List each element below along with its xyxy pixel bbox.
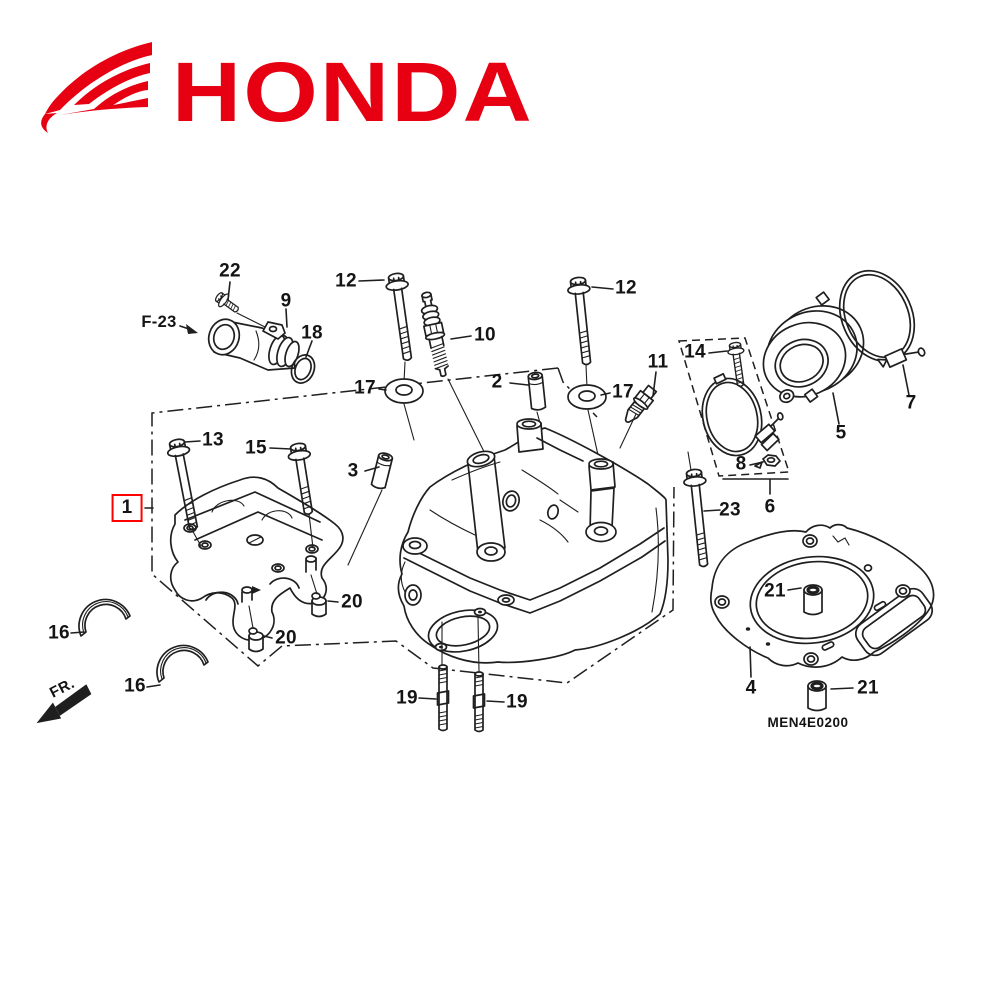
cross-reference-arrow (179, 324, 198, 334)
front-direction-indicator: FR. (36, 675, 92, 724)
cap-axis-lines (248, 574, 318, 629)
bolt-axis-line (191, 529, 202, 547)
small-flange-bolt-drawing (214, 292, 239, 313)
honda-logo: HONDA (41, 42, 534, 139)
part-callout-21-27: 21 (857, 677, 879, 699)
part-callout-2-10: 2 (491, 371, 503, 393)
part-callout-12-6: 12 (615, 277, 637, 299)
head-gasket-drawing (709, 523, 935, 668)
part-callout-16-23: 16 (48, 622, 70, 644)
part-callout-23-20: 23 (719, 499, 741, 521)
part-callout-11-7: 11 (647, 351, 669, 373)
part-callout-19-29: 19 (506, 691, 528, 713)
part-callout-16-25: 16 (124, 675, 146, 697)
hose-clamp-drawing (838, 269, 926, 369)
diagram-code: MEN4E0200 (767, 715, 848, 730)
part-callout-22-0: 22 (219, 260, 241, 282)
part-callout-1-18: 1 (111, 494, 143, 522)
flange-bolt-drawing (166, 438, 199, 531)
honda-wing-icon (41, 42, 152, 133)
part-callout-5-13: 5 (835, 422, 847, 444)
stud-axis-lines (441, 617, 480, 672)
honda-logo-text: HONDA (172, 45, 534, 139)
sensor-axis-line (619, 413, 637, 449)
dowel-axis-line (347, 489, 383, 566)
part-callout-18-4: 18 (301, 322, 323, 344)
flange-bolt-drawing (567, 276, 592, 366)
spark-plug-drawing (420, 291, 450, 378)
tappet-cap-drawing (248, 592, 327, 653)
camshaft-holder-drawing (169, 476, 344, 642)
flange-bolt-drawing (385, 272, 413, 362)
half-ring-seal-drawing (78, 598, 209, 683)
part-callout-19-28: 19 (396, 687, 418, 709)
dowel-oring-drawing (807, 680, 827, 712)
part-callout-14-8: 14 (684, 341, 706, 363)
part-callout-20-22: 20 (341, 591, 363, 613)
band-clamp-drawing (701, 372, 784, 457)
bolt-axis-line (308, 513, 314, 549)
part-callout-7-12: 7 (905, 392, 917, 414)
part-callout-20-24: 20 (275, 627, 297, 649)
dowel-oring-drawing (803, 584, 823, 616)
part-callout-17-11: 17 (612, 381, 634, 403)
dowel-pin-drawing (527, 371, 547, 411)
part-callout-13-14: 13 (202, 429, 224, 451)
part-callout-3-16: 3 (347, 460, 359, 482)
part-callout-10-5: 10 (474, 324, 496, 346)
bolt-axis-line (236, 312, 268, 329)
exhaust-stud-drawing (472, 671, 486, 733)
sealing-washer-drawing (384, 378, 607, 410)
cylinder-head-drawing (397, 418, 669, 664)
exhaust-stud-drawing (436, 664, 450, 732)
part-callout-F-23-3: F-23 (141, 312, 177, 331)
water-pipe-drawing (207, 318, 300, 371)
part-callout-4-26: 4 (745, 677, 757, 699)
intake-boot-drawing (762, 291, 865, 404)
bolt-axis-line (687, 451, 692, 471)
leader-lines (70, 279, 910, 703)
part-callout-12-1: 12 (335, 270, 357, 292)
part-callout-6-19: 6 (764, 496, 776, 518)
long-flange-bolt-drawing (683, 468, 709, 568)
part-callout-21-21: 21 (764, 580, 786, 602)
o-ring-drawing (290, 354, 316, 384)
part-callout-17-9: 17 (354, 377, 376, 399)
part-callout-8-17: 8 (735, 453, 747, 475)
group-boundary-lines (151, 367, 675, 684)
dowel-pin-drawing (370, 452, 394, 490)
part-callout-9-2: 9 (280, 290, 292, 312)
flange-bolt-drawing (287, 442, 314, 516)
part-callout-15-15: 15 (245, 437, 267, 459)
bolt-axis-line (585, 364, 599, 456)
clamp-nut-drawing (754, 454, 781, 469)
clamp-group-boundary (678, 337, 791, 495)
